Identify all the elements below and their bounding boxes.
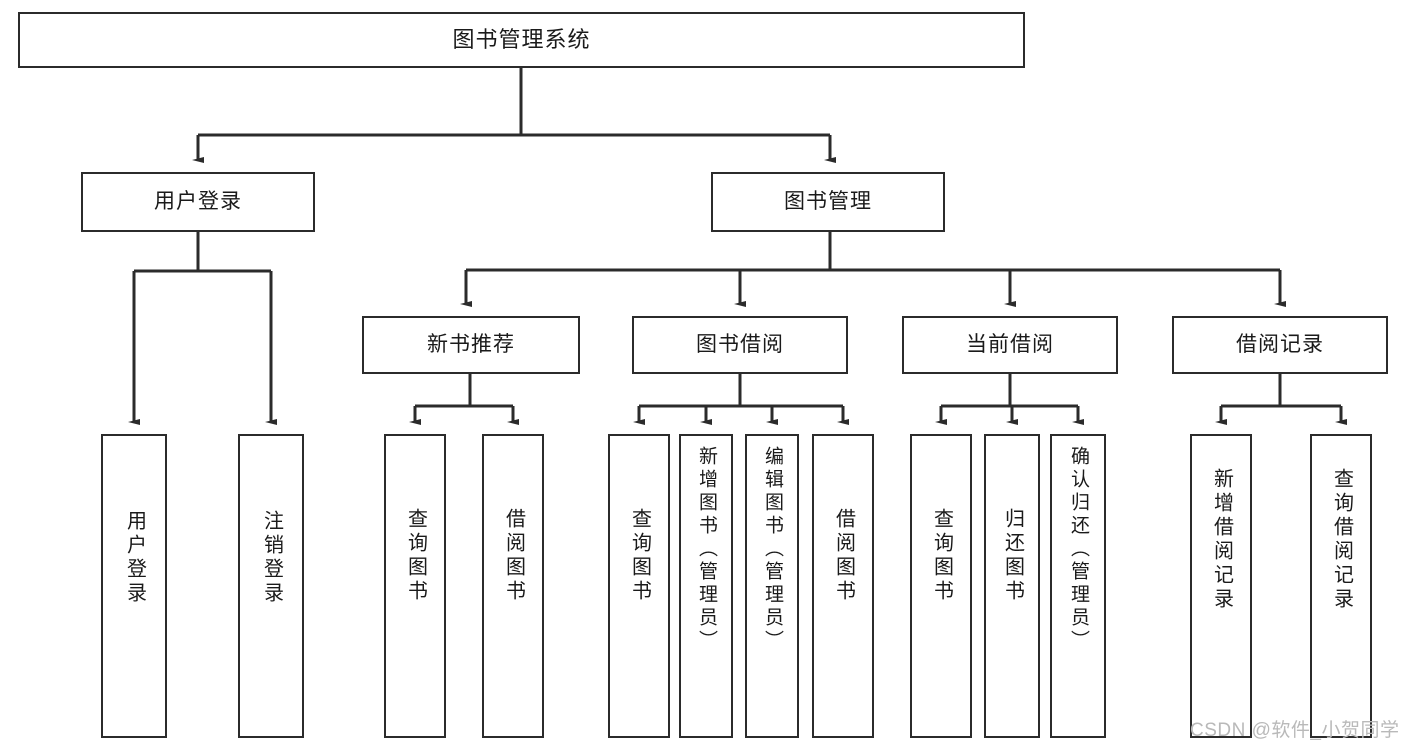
node-leaf-query-book-rec[interactable]: 查询图书 — [384, 434, 446, 738]
leaf-borrow-book-label: 借阅图书 — [832, 508, 855, 604]
leaf-user-login-label: 用户登录 — [123, 510, 146, 606]
node-leaf-logout-login[interactable]: 注销登录 — [238, 434, 304, 738]
node-leaf-confirm-return-admin[interactable]: 确认归还（管理员） — [1050, 434, 1106, 738]
node-book-borrow[interactable]: 图书借阅 — [632, 316, 848, 374]
node-leaf-borrow-book-rec[interactable]: 借阅图书 — [482, 434, 544, 738]
node-leaf-borrow-book[interactable]: 借阅图书 — [812, 434, 874, 738]
node-new-book-recommend[interactable]: 新书推荐 — [362, 316, 580, 374]
leaf-return-book-label: 归还图书 — [1001, 508, 1024, 604]
leaf-query-book-borrow-label: 查询图书 — [628, 508, 651, 604]
leaf-confirm-return-admin-label: 确认归还（管理员） — [1067, 446, 1089, 653]
node-leaf-add-borrow-record[interactable]: 新增借阅记录 — [1190, 434, 1252, 738]
node-current-borrow-label: 当前借阅 — [966, 333, 1054, 357]
leaf-add-book-admin-label: 新增图书（管理员） — [695, 446, 717, 653]
node-new-book-recommend-label: 新书推荐 — [427, 333, 515, 357]
leaf-query-book-rec-label: 查询图书 — [404, 508, 427, 604]
node-borrow-record-label: 借阅记录 — [1236, 333, 1324, 357]
node-root-label: 图书管理系统 — [452, 26, 591, 52]
leaf-query-book-current-label: 查询图书 — [930, 508, 953, 604]
csdn-watermark: CSDN @软件_小贺同学 — [1190, 720, 1400, 741]
node-user-login-label: 用户登录 — [154, 190, 242, 214]
node-book-manage[interactable]: 图书管理 — [711, 172, 945, 232]
node-leaf-query-borrow-record[interactable]: 查询借阅记录 — [1310, 434, 1372, 738]
node-book-borrow-label: 图书借阅 — [696, 333, 784, 357]
node-borrow-record[interactable]: 借阅记录 — [1172, 316, 1388, 374]
node-leaf-edit-book-admin[interactable]: 编辑图书（管理员） — [745, 434, 799, 738]
leaf-add-borrow-record-label: 新增借阅记录 — [1210, 468, 1233, 612]
node-leaf-query-book-current[interactable]: 查询图书 — [910, 434, 972, 738]
node-leaf-add-book-admin[interactable]: 新增图书（管理员） — [679, 434, 733, 738]
leaf-query-borrow-record-label: 查询借阅记录 — [1330, 468, 1353, 612]
node-user-login[interactable]: 用户登录 — [81, 172, 315, 232]
node-book-manage-label: 图书管理 — [784, 190, 872, 214]
node-root[interactable]: 图书管理系统 — [18, 12, 1025, 68]
leaf-logout-login-label: 注销登录 — [260, 510, 283, 606]
node-leaf-query-book-borrow[interactable]: 查询图书 — [608, 434, 670, 738]
node-current-borrow[interactable]: 当前借阅 — [902, 316, 1118, 374]
leaf-edit-book-admin-label: 编辑图书（管理员） — [761, 446, 783, 653]
leaf-borrow-book-rec-label: 借阅图书 — [502, 508, 525, 604]
node-leaf-return-book[interactable]: 归还图书 — [984, 434, 1040, 738]
node-leaf-user-login[interactable]: 用户登录 — [101, 434, 167, 738]
